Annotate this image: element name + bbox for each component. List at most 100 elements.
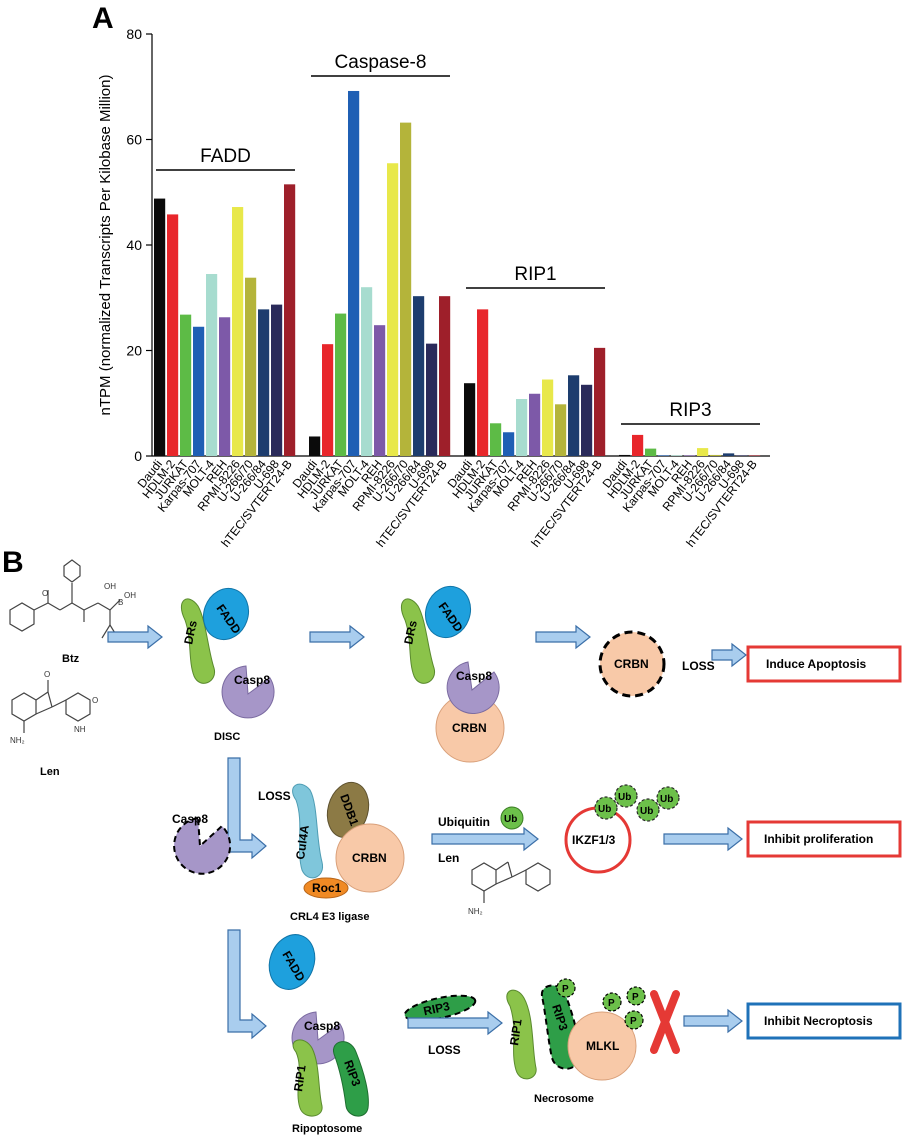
rip1-label: RIP1 <box>291 1064 309 1093</box>
casp8-loss-label: Casp8 <box>172 812 208 826</box>
ub-circle-arrow <box>500 806 524 830</box>
bar-rip3-9 <box>736 455 748 456</box>
arrow-drug-to-disc <box>107 624 163 650</box>
induce-apoptosis-box <box>746 645 902 683</box>
y-tick-label: 80 <box>126 26 142 42</box>
bar-rip1-7 <box>555 404 567 456</box>
crbn-label-2: CRBN <box>352 851 387 865</box>
bar-fadd-1 <box>167 214 179 456</box>
bar-rip3-4 <box>671 455 683 456</box>
ub-circle-3 <box>636 798 660 822</box>
block-cross-icon <box>650 990 680 1054</box>
p-circle-2 <box>602 992 622 1012</box>
len-label: Len <box>40 766 60 778</box>
bar-rip3-6 <box>697 448 709 456</box>
casp8-label: Casp8 <box>234 673 270 687</box>
bar-fadd-3 <box>193 326 205 456</box>
bar-rip3-8 <box>723 453 735 456</box>
bar-caspase-8-9 <box>426 343 438 456</box>
bar-fadd-10 <box>284 184 296 456</box>
btz-label: Btz <box>62 653 80 665</box>
arrow-rip3-loss <box>407 1010 503 1036</box>
p-label-1: P <box>562 984 569 995</box>
p-circle-4 <box>624 1010 644 1030</box>
bar-fadd-4 <box>206 274 218 456</box>
cul4a-shape <box>292 783 324 879</box>
crbn-loss-circle <box>598 630 666 698</box>
elbow-arrow-1 <box>227 757 267 860</box>
casp8-label-2: Casp8 <box>456 669 492 683</box>
bar-rip3-5 <box>684 455 696 456</box>
bar-rip1-4 <box>516 399 528 456</box>
bar-rip1-10 <box>594 347 606 456</box>
bar-rip1-3 <box>503 432 515 456</box>
inhibit-necroptosis-label: Inhibit Necroptosis <box>764 1014 873 1028</box>
bar-fadd-8 <box>258 309 270 456</box>
btz-phenyl-ring <box>63 559 81 583</box>
bar-rip1-5 <box>529 393 541 456</box>
y-tick-label: 60 <box>126 132 142 148</box>
bar-rip1-6 <box>542 379 554 456</box>
fadd-shape-2 <box>424 585 472 639</box>
drs-shape <box>180 598 216 684</box>
disc-complex: DRs FADD Casp8 DISC <box>180 587 275 743</box>
bar-rip1-2 <box>490 423 502 456</box>
cul4a-label: Cul4A <box>293 824 312 861</box>
bar-fadd-7 <box>245 277 257 456</box>
arrow-to-proliferation <box>663 826 743 852</box>
len-o-label: O <box>44 670 50 679</box>
y-tick-label: 0 <box>134 448 142 464</box>
arrow-disc-to-crbn-complex <box>309 624 365 650</box>
arrow-to-apoptosis <box>711 642 747 668</box>
bar-caspase-8-2 <box>335 313 347 456</box>
ub-label-4: Ub <box>660 794 673 805</box>
ub-label-3: Ub <box>640 806 653 817</box>
p-circle-3 <box>626 986 646 1006</box>
drs-label: DRs <box>181 619 200 646</box>
bar-caspase-8-0 <box>309 436 321 456</box>
bar-caspase-8-7 <box>400 122 412 457</box>
len-structure <box>11 680 91 733</box>
loss-label-1: LOSS <box>682 659 715 673</box>
rip3-shape <box>333 1041 369 1117</box>
bar-rip3-1 <box>632 434 644 456</box>
roc1-shape <box>303 877 349 899</box>
ub-circle-4 <box>656 786 680 810</box>
casp8-label-3: Casp8 <box>304 1019 340 1033</box>
panel-b-letter: B <box>2 546 24 579</box>
necrosome-complex: RIP1 RIP3 MLKL Necrosome <box>506 984 637 1105</box>
bar-rip1-1 <box>477 309 489 456</box>
len-o2-label: O <box>92 696 98 705</box>
ub-chain: Ub Ub Ub Ub <box>594 784 680 822</box>
bar-caspase-8-10 <box>439 296 451 456</box>
fadd-shape <box>202 587 250 641</box>
panel-a-letter: A <box>92 2 114 35</box>
btz-b-label: B <box>118 598 123 607</box>
inhibit-proliferation-box <box>746 820 902 858</box>
ub-label-arrow: Ub <box>504 814 517 825</box>
crbn-label: CRBN <box>452 721 487 735</box>
fadd-shape-3 <box>268 934 316 990</box>
arrow-ubiquitin <box>431 826 539 852</box>
btz-o-label: O <box>42 589 48 598</box>
bar-rip3-3 <box>658 455 670 456</box>
crbn-loss-label: CRBN <box>614 657 649 671</box>
bar-rip3-2 <box>645 448 657 456</box>
ddb1-shape <box>326 781 370 839</box>
bar-rip3-0 <box>619 454 631 456</box>
crbn-shape-2 <box>335 823 405 893</box>
group-label-caspase-8: Caspase-8 <box>335 52 427 73</box>
inhibit-necroptosis-box <box>746 1002 902 1040</box>
p-circle-1 <box>556 978 576 998</box>
drs-label-2: DRs <box>401 619 420 646</box>
mlkl-label: MLKL <box>586 1039 619 1053</box>
btz-oh-label-1: OH <box>104 582 116 591</box>
p-label-4: P <box>630 1016 637 1027</box>
panel-b: B O OH B OH Btz O O NH <box>2 546 902 1135</box>
rip3-loss-shape <box>403 994 477 1022</box>
len-structure-2 <box>471 861 551 903</box>
casp8-shape <box>221 665 275 719</box>
p-label-2: P <box>608 998 615 1009</box>
